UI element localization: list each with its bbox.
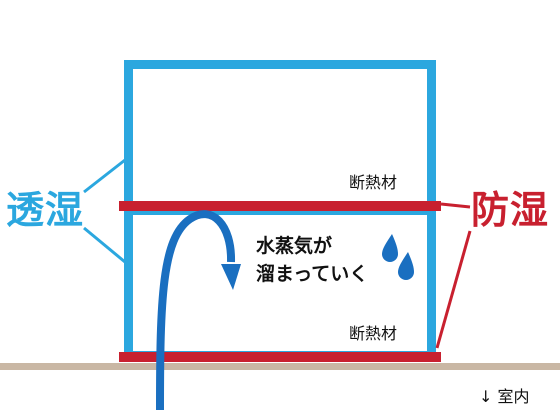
moisture-proof-label: 防湿	[471, 188, 550, 232]
floor-line	[0, 363, 560, 370]
moisture-proof-leader-lines	[435, 202, 472, 349]
vapor-flow-arrow	[156, 210, 241, 411]
vapor-accumulates-line2: 溜まっていく	[256, 263, 369, 285]
vapor-accumulates-line1: 水蒸気が	[256, 235, 333, 257]
lower-insulation-label: 断熱材	[349, 324, 398, 343]
upper-insulation-label: 断熱材	[349, 173, 398, 192]
down-arrow-icon: ↓	[479, 387, 493, 406]
breathable-leader-lines	[83, 158, 126, 264]
breathable-label: 透湿	[6, 188, 85, 232]
indoor-label-group: ↓ 室内	[479, 389, 530, 405]
water-drops-icon	[382, 234, 414, 280]
indoor-label: 室内	[497, 387, 530, 406]
upper-vapor-barrier	[119, 201, 441, 211]
lower-vapor-barrier	[119, 352, 441, 362]
